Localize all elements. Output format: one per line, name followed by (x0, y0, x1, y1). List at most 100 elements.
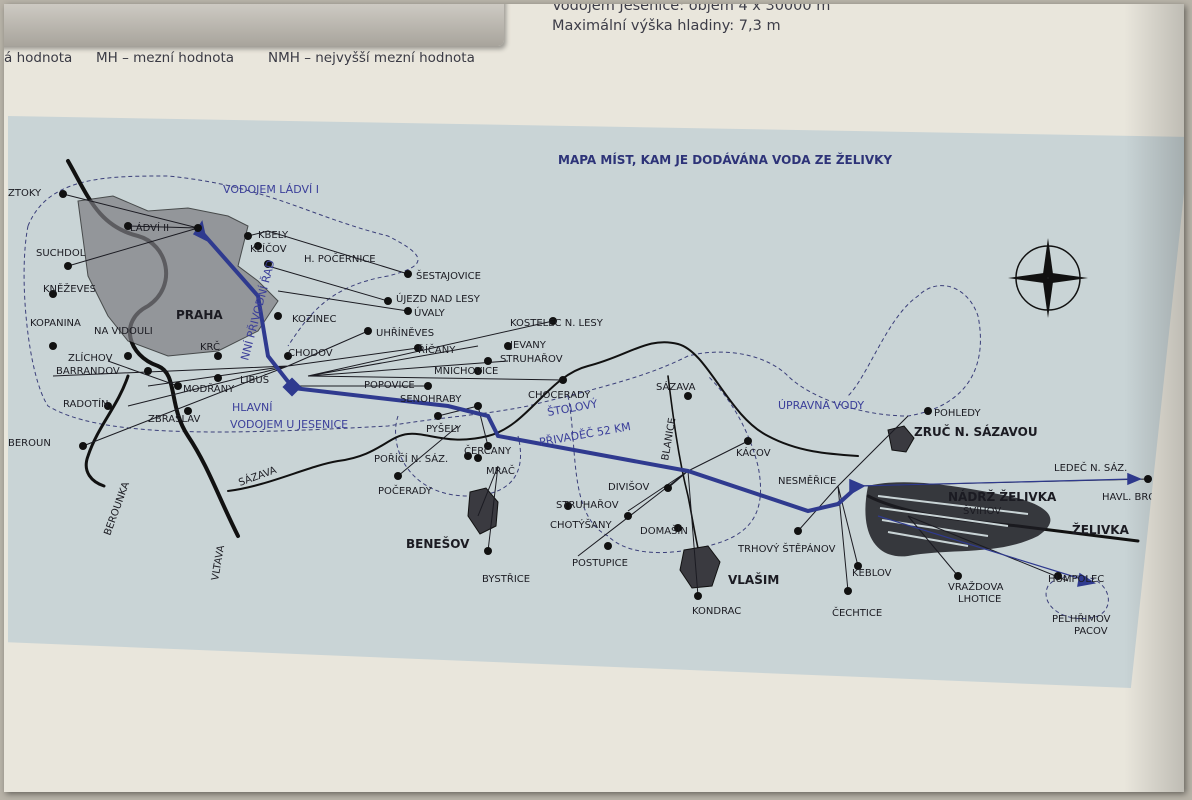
place-ledec: LEDEČ N. SÁZ. (1054, 461, 1127, 474)
place-kozinec: KOZINEC (292, 314, 336, 325)
compass-rose-icon (1008, 238, 1088, 318)
place-popovice: POPOVICE (364, 380, 415, 391)
water-supply-map: MAPA MÍST, KAM JE DODÁVÁNA VODA ZE ŽELIV… (8, 152, 1164, 637)
place-suchdol: SUCHDOL (36, 248, 86, 259)
place-pelhrimov: PELHŘIMOV (1052, 612, 1111, 625)
place-senohraby: SENOHRABY (400, 394, 462, 405)
header-line-2: Maximální výška hladiny: 7,3 m (552, 18, 781, 34)
upravna-annotation: ÚPRAVNA VODY (778, 399, 864, 412)
place-ricany: ŘÍČANY (418, 343, 456, 356)
place-struharov-1: STRUHAŘOV (500, 352, 563, 365)
place-barrandov: BARRANDOV (56, 366, 120, 377)
header-line-1: Vodojem Jesenice: objem 4 x 30000 m (552, 4, 831, 14)
place-havl-brod: HAVL. BROD (1102, 492, 1164, 503)
metal-plaque (4, 4, 504, 46)
place-navidouli: NA VIDOULI (94, 326, 153, 337)
place-jevany: JEVANY (509, 340, 547, 351)
nadrz-annotation: NÁDRŽ ŽELIVKA (948, 489, 1057, 504)
svihov-annotation: ŠVIHOV (963, 504, 1001, 517)
pipeline-markers (192, 220, 1142, 587)
place-nesmerice: NESMĚŘICE (778, 474, 836, 487)
place-humpolec: HUMPOLEC (1048, 574, 1104, 585)
legend-item-3: NMH – nejvyšší mezní hodnota (268, 50, 475, 66)
place-modrany: MODŘANY (183, 382, 235, 395)
zruc-area (887, 425, 915, 453)
place-dots (49, 190, 1152, 600)
place-klicov: KLÍČOV (250, 242, 287, 255)
pelhrimov-arrowhead (1077, 572, 1096, 587)
place-sazava-town: SÁZAVA (656, 380, 696, 393)
legend-item-1: á hodnota (4, 50, 73, 66)
place-porici: POŘÍČÍ N. SÁZ. (374, 452, 448, 465)
place-uvaly: ÚVALY (414, 306, 446, 319)
ledec-arrowhead (1127, 472, 1142, 486)
ledec-arrow-line (857, 478, 1134, 487)
river-label-vltava: VLTAVA (210, 544, 227, 581)
place-ladvi2: LÁDVÍ II (130, 221, 169, 234)
place-domasin: DOMAŠÍN (640, 524, 688, 537)
sazava-river (227, 341, 859, 492)
place-keblov: KEBLOV (852, 568, 892, 579)
vlasim-area (679, 545, 721, 589)
place-cechtice: ČECHTICE (832, 606, 882, 619)
place-divisov: DIVIŠOV (608, 480, 649, 493)
place-zbraslav: ZBRASLAV (148, 414, 200, 425)
hlavni-annotation: HLAVNÍ (232, 401, 272, 414)
photo-frame: Vodojem Jesenice: objem 4 x 30000 m Maxi… (4, 4, 1184, 792)
ladvi-annotation: VODOJEM LÁDVÍ I (223, 183, 319, 196)
place-krc: KRČ (200, 340, 220, 353)
pelhrimov-arrow-line (877, 515, 1089, 582)
place-kopanina: KOPANINA (30, 318, 81, 329)
place-kbely: KBELY (258, 230, 289, 241)
place-hpocernice: H. POČERNICE (304, 252, 376, 265)
upravna-arrow (849, 478, 866, 496)
stolovy-annotation-2: PŘIVADĚČ 52 KM (538, 420, 632, 449)
place-labels: ZTOKY SUCHDOL LÁDVÍ II KBELY KLÍČOV H. P… (8, 188, 1164, 637)
city-vlasim: VLAŠIM (728, 572, 779, 587)
place-lhotice: LHOTICE (958, 594, 1001, 605)
place-cercany: ČERČANY (464, 444, 512, 457)
place-libus: LIBUŠ (240, 373, 269, 386)
place-pysely: PYŠELY (426, 422, 462, 435)
benesov-area (467, 487, 499, 535)
river-label-blanice: BLANICE (660, 417, 678, 461)
place-chodov: CHODOV (288, 348, 333, 359)
place-struharov-2: STRUHAŘOV (556, 498, 619, 511)
city-shapes (77, 195, 915, 589)
river-label-zelivka: ŽELIVKA (1072, 522, 1130, 537)
map-title: MAPA MÍST, KAM JE DODÁVÁNA VODA ZE ŽELIV… (558, 152, 892, 167)
place-postupice: POSTUPICE (572, 558, 628, 569)
place-pohledy: POHLEDY (934, 408, 981, 419)
jesenice-reservoir-marker (282, 377, 302, 397)
place-kacov: KÁCOV (736, 446, 771, 459)
praha-area (77, 195, 279, 357)
place-beroun: BEROUN (8, 438, 51, 449)
place-mnichovice: MNICHOVICE (434, 366, 498, 377)
jesenice-annotation: VODOJEM U JESENICE (230, 418, 348, 431)
river-label-berounka: BEROUNKA (102, 480, 132, 537)
place-radotin: RADOTÍN (63, 397, 109, 410)
place-knezeves: KNĚŽEVES (43, 282, 96, 295)
place-chocerady: CHOCERADY (528, 390, 591, 401)
main-pipeline (196, 226, 860, 514)
legend-item-2: MH – mezní hodnota (96, 50, 235, 66)
place-ujezd: ÚJEZD NAD LESY (396, 292, 481, 305)
place-trhovy: TRHOVÝ ŠTĚPÁNOV (737, 542, 836, 555)
place-sestajovice: ŠESTAJOVICE (416, 269, 481, 282)
place-pocerady: POČERADY (378, 484, 433, 497)
place-kondrac: KONDRAC (692, 606, 741, 617)
berounka-river (84, 374, 130, 488)
place-mrac: MRAČ (486, 464, 515, 477)
city-benesov: BENEŠOV (406, 536, 470, 551)
place-kostelec: KOSTELEC N. LESY (510, 318, 604, 329)
right-edge-shadow (1124, 4, 1184, 792)
place-uhrineves: UHŘÍNĚVES (376, 326, 434, 339)
zelivka-reservoir (865, 482, 1051, 557)
place-chotysany: CHOTÝŠANY (550, 518, 612, 531)
city-praha: PRAHA (176, 308, 223, 322)
pipeline-route (196, 226, 860, 514)
place-zlichov: ZLÍCHOV (68, 351, 113, 364)
city-zruc: ZRUČ N. SÁZAVOU (914, 424, 1038, 439)
place-ztoky: ZTOKY (8, 188, 42, 199)
place-bystrice: BYSTŘICE (482, 572, 530, 585)
